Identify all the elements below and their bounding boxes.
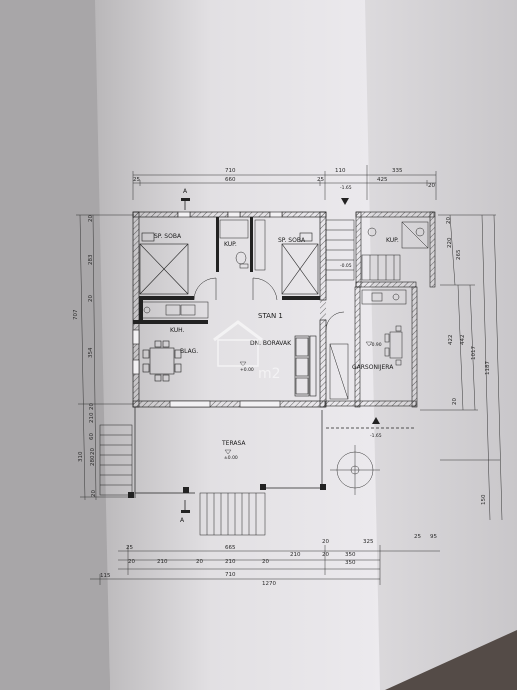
dim-bot-350a: 350 [345,552,356,558]
dim-left-20d: 20 [90,448,96,455]
dim-top-335: 335 [392,168,403,174]
dim-top-25-left: 25 [133,177,140,183]
dim-left-20a: 20 [88,215,94,222]
watermark-text: m2 [258,366,281,382]
dim-bot-115: 115 [100,573,111,579]
bath-fixtures-left [219,219,266,271]
dining-table [142,340,182,382]
dim-bot-210b: 210 [225,559,236,565]
dim-right-442: 442 [460,335,466,346]
room-bedroom-left: SP. SOBA [154,233,182,240]
level-terrace: ±0.00 [224,455,238,461]
kitchen-counter [139,301,209,319]
dim-top-20: 20 [428,183,435,189]
door-swings [193,277,345,331]
dim-right-1187: 1187 [485,361,491,375]
terrace-outline [134,407,415,498]
room-studio: GARSONIJERA [352,364,394,371]
paper-sheet [95,0,385,690]
room-bedroom-right: SP. SOBA [278,237,306,244]
dim-top-710: 710 [225,168,236,174]
interior-walls [133,217,326,324]
room-kitchen: KUH. [170,327,185,334]
dim-left-310: 310 [78,451,84,462]
level-entry-right: -1.65 [370,433,382,439]
paper-left-fold [0,0,110,690]
dim-right-150: 150 [481,494,487,505]
dim-bot-95: 95 [430,534,437,540]
section-mark-top: A [183,188,188,195]
bottom-dimension-lines [90,545,440,585]
unit-label: STAN 1 [258,312,283,320]
dim-right-220: 220 [447,237,453,248]
dim-left-20b: 20 [88,295,94,302]
dim-top-660: 660 [225,177,236,183]
beds [139,232,319,295]
dim-bot-325: 325 [363,539,374,545]
stairs [325,219,401,400]
dim-bot-20b: 20 [262,559,269,565]
dim-right-265: 265 [456,249,462,260]
section-markers [181,198,380,513]
round-feature [330,445,380,495]
dim-bot-665: 665 [225,545,236,551]
dim-bot-25: 25 [414,534,421,540]
dim-right-1017: 1017 [471,346,477,360]
level-symbols [224,341,373,455]
right-unit-walls [325,211,436,408]
dim-bot-20: 20 [322,539,329,545]
dim-bot-20a: 20 [196,559,203,565]
section-mark-bottom: A [180,517,185,524]
dim-left-20c: 20 [89,403,95,410]
side-steps [99,424,133,496]
living-sofa [294,335,317,397]
level-studio: -0.90 [370,342,382,348]
front-steps [199,492,266,536]
dim-bot-350b: 350 [345,560,356,566]
room-bath-left: KUP. [224,241,237,248]
windows [132,211,283,408]
studio-furniture [361,289,407,366]
exterior-walls [132,211,327,408]
paper-right-fold [365,0,517,690]
dim-bot-210c: 210 [290,552,301,558]
watermark-logo [213,320,263,367]
level-stair: -0.05 [340,263,352,269]
dim-top-425: 425 [377,177,388,183]
dim-right-20b: 20 [452,398,458,405]
dim-right-20: 20 [446,217,452,224]
dim-top-110: 110 [335,168,346,174]
dim-left-707: 707 [73,309,79,320]
dim-left-210: 210 [89,412,95,423]
room-bath-right: KUP. [386,237,399,244]
dim-bot-20c: 20 [322,552,329,558]
dim-left-283: 283 [88,254,94,265]
room-living: DN. BORAVAK [250,340,292,347]
room-dining: BLAG. [180,348,198,355]
level-entry-top: -1.65 [340,185,352,191]
dim-bot-210a: 210 [157,559,168,565]
dim-left-60: 60 [89,433,95,440]
dim-top-25: 25 [317,177,324,183]
dim-left-354: 354 [88,347,94,358]
dim-bot-25-left: 25 [126,545,133,551]
level-living: +0.00 [240,367,254,373]
right-dimension-lines [420,214,503,521]
dim-bot-20-left: 20 [128,559,135,565]
room-terrace: TERASA [221,440,246,447]
bath-fixtures-right [367,221,429,249]
top-dimension-lines [132,165,437,200]
dim-left-20e: 20 [91,490,97,497]
dim-bot-1270: 1270 [262,581,276,587]
dim-bot-710: 710 [225,572,236,578]
left-dimension-lines [76,214,134,501]
dim-left-280: 280 [90,455,96,466]
dim-right-422: 422 [448,335,454,346]
